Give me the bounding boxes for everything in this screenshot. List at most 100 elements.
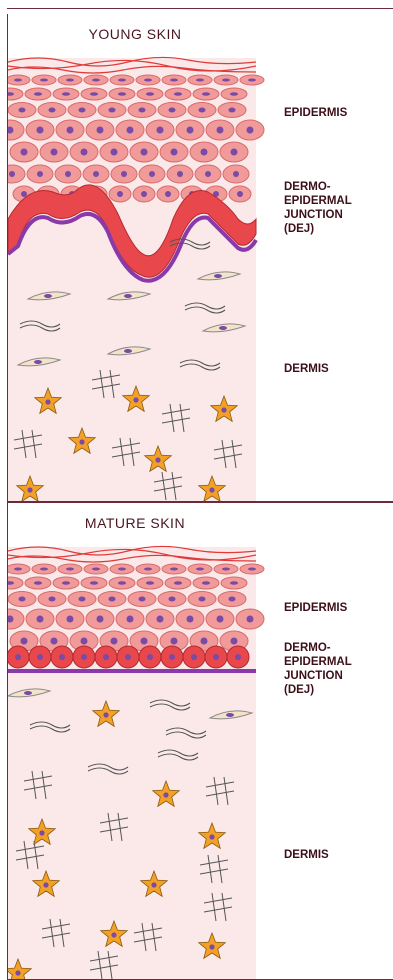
cell-nucleus	[201, 149, 208, 156]
cell-nucleus	[146, 581, 154, 585]
dej-label: DERMO- EPIDERMAL JUNCTION (DEJ)	[284, 180, 352, 236]
cell-nucleus	[144, 79, 152, 82]
cell-nucleus	[90, 581, 98, 585]
cell-nucleus	[191, 654, 197, 660]
cell-nucleus	[196, 79, 204, 82]
cell-nucleus	[170, 79, 178, 82]
cell-nucleus	[139, 597, 146, 602]
cell-nucleus	[163, 792, 168, 797]
cell-nucleus	[149, 171, 155, 177]
cell-nucleus	[248, 79, 256, 82]
cell-nucleus	[92, 568, 100, 571]
dej-basal-layer	[8, 646, 249, 668]
cell-nucleus	[230, 581, 238, 585]
cell-nucleus	[231, 638, 238, 645]
cell-nucleus	[127, 127, 134, 134]
cell-nucleus	[171, 638, 178, 645]
cell-nucleus	[19, 108, 26, 113]
cell-nucleus	[79, 597, 86, 602]
cell-nucleus	[118, 581, 126, 585]
cell-nucleus	[81, 149, 88, 156]
cell-nucleus	[111, 149, 118, 156]
cell-nucleus	[92, 79, 100, 82]
cell-nucleus	[37, 616, 44, 623]
cell-nucleus	[37, 171, 43, 177]
cell-nucleus	[34, 581, 42, 585]
cell-nucleus	[103, 712, 108, 717]
cell-nucleus	[141, 149, 148, 156]
cell-nucleus	[14, 568, 22, 571]
cell-nucleus	[118, 79, 126, 82]
cell-nucleus	[51, 149, 58, 156]
cell-nucleus	[219, 326, 227, 330]
cell-nucleus	[67, 616, 74, 623]
top-rule	[7, 8, 393, 9]
young-skin-panel: YOUNG SKIN EPIDERMIS DERMO- EPIDERMAL JU…	[7, 14, 393, 502]
cell-nucleus	[40, 79, 48, 82]
cell-nucleus	[14, 79, 22, 82]
cell-nucleus	[209, 834, 214, 839]
cell-nucleus	[111, 638, 118, 645]
cell-nucleus	[187, 127, 194, 134]
cell-nucleus	[201, 638, 208, 645]
cell-nucleus	[24, 691, 32, 695]
cell-nucleus	[124, 294, 132, 298]
cell-nucleus	[237, 191, 243, 197]
cell-nucleus	[15, 654, 21, 660]
cell-nucleus	[40, 568, 48, 571]
epidermis-label: EPIDERMIS	[284, 106, 347, 120]
cell-nucleus	[233, 171, 239, 177]
cell-nucleus	[9, 171, 15, 177]
cell-nucleus	[27, 487, 32, 492]
cell-nucleus	[21, 149, 28, 156]
cell-nucleus	[37, 654, 43, 660]
cell-nucleus	[141, 191, 147, 197]
cell-nucleus	[19, 597, 26, 602]
cell-nucleus	[49, 108, 56, 113]
cell-nucleus	[109, 597, 116, 602]
cell-nucleus	[34, 92, 42, 96]
cell-nucleus	[117, 191, 123, 197]
dej-membrane	[8, 669, 256, 673]
cell-nucleus	[62, 581, 70, 585]
cell-nucleus	[109, 108, 116, 113]
cell-nucleus	[247, 616, 254, 623]
cell-nucleus	[205, 171, 211, 177]
mature-skin-illustration	[8, 503, 393, 979]
cell-nucleus	[226, 713, 234, 717]
cell-nucleus	[45, 399, 50, 404]
cell-nucleus	[66, 568, 74, 571]
cell-nucleus	[133, 397, 138, 402]
cell-nucleus	[21, 191, 27, 197]
panel-title: YOUNG SKIN	[8, 26, 262, 42]
cell-nucleus	[231, 149, 238, 156]
cell-nucleus	[97, 127, 104, 134]
cell-nucleus	[217, 127, 224, 134]
cell-nucleus	[67, 127, 74, 134]
cell-nucleus	[79, 108, 86, 113]
cell-nucleus	[151, 882, 156, 887]
cell-nucleus	[247, 127, 254, 134]
cell-nucleus	[124, 349, 132, 353]
cell-nucleus	[157, 616, 164, 623]
young-skin-illustration	[8, 14, 393, 501]
cell-nucleus	[93, 171, 99, 177]
cell-nucleus	[222, 568, 230, 571]
cell-nucleus	[144, 568, 152, 571]
cell-nucleus	[141, 638, 148, 645]
dermis-label: DERMIS	[284, 362, 329, 376]
cell-nucleus	[202, 581, 210, 585]
cell-nucleus	[81, 638, 88, 645]
cell-nucleus	[37, 127, 44, 134]
cell-nucleus	[34, 360, 42, 364]
panel-title: MATURE SKIN	[8, 515, 262, 531]
cell-nucleus	[248, 568, 256, 571]
cell-nucleus	[213, 654, 219, 660]
cell-nucleus	[209, 944, 214, 949]
cell-nucleus	[81, 654, 87, 660]
cell-nucleus	[199, 108, 206, 113]
cell-nucleus	[202, 92, 210, 96]
cell-nucleus	[59, 654, 65, 660]
cell-nucleus	[217, 616, 224, 623]
dej-label: DERMO- EPIDERMAL JUNCTION (DEJ)	[284, 641, 352, 697]
